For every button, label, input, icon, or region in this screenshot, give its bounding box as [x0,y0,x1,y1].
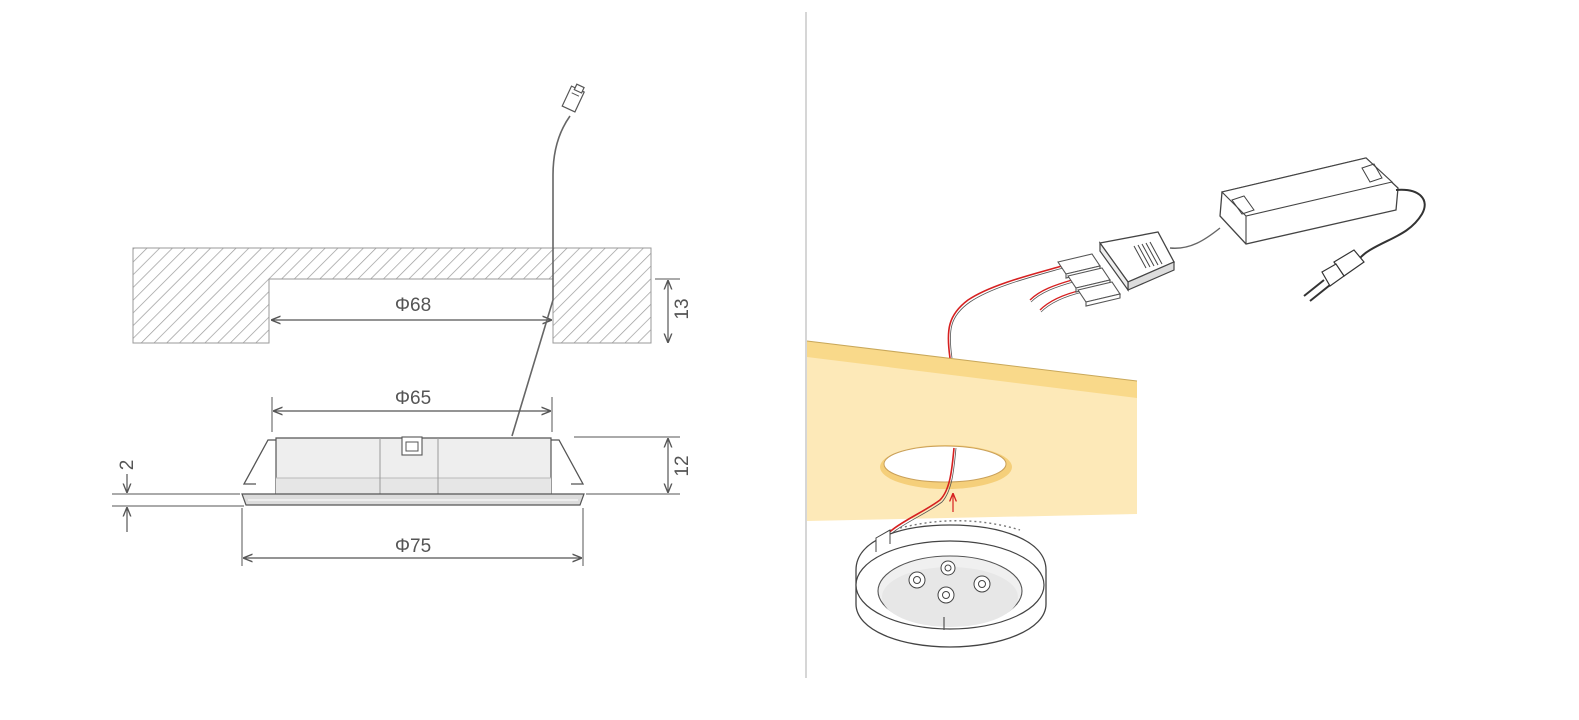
cutout-depth-label: 13 [672,298,693,319]
cutout-diameter-label: Φ68 [395,295,431,316]
led-chips [908,560,991,604]
installation-illustration [806,157,1426,648]
flange-diameter-label: Φ75 [395,536,431,557]
mounting-board [806,340,1138,521]
body-diameter-label: Φ65 [395,388,431,409]
lamp-wire [877,265,1064,547]
power-cord [1303,188,1426,302]
spare-wires [1029,279,1084,313]
connector-plugs [1057,253,1121,307]
board-cutout-hole [880,445,1012,489]
downlight-side-view [241,436,585,506]
flange-diameter-dimension: Φ75 [241,508,584,566]
body-height-label: 12 [672,455,693,476]
cutout-depth-dimension: 13 [655,278,693,342]
downlight-product [855,520,1047,648]
flange-thickness-label: 2 [117,460,138,471]
body-diameter-dimension: Φ65 [271,388,553,432]
lamp-cable [511,83,585,437]
driver-cable [1169,227,1221,249]
flange-thickness-dimension: 2 [112,460,244,532]
ceiling-section [132,247,652,344]
led-driver [1219,157,1399,245]
cable-connector [561,83,585,113]
distributor-box [1098,231,1175,292]
technical-drawing: Φ68 13 Φ65 [112,83,693,566]
body-height-dimension: 12 [574,436,693,495]
cutout-diameter-dimension: Φ68 [272,295,551,320]
power-plug [1303,249,1365,302]
